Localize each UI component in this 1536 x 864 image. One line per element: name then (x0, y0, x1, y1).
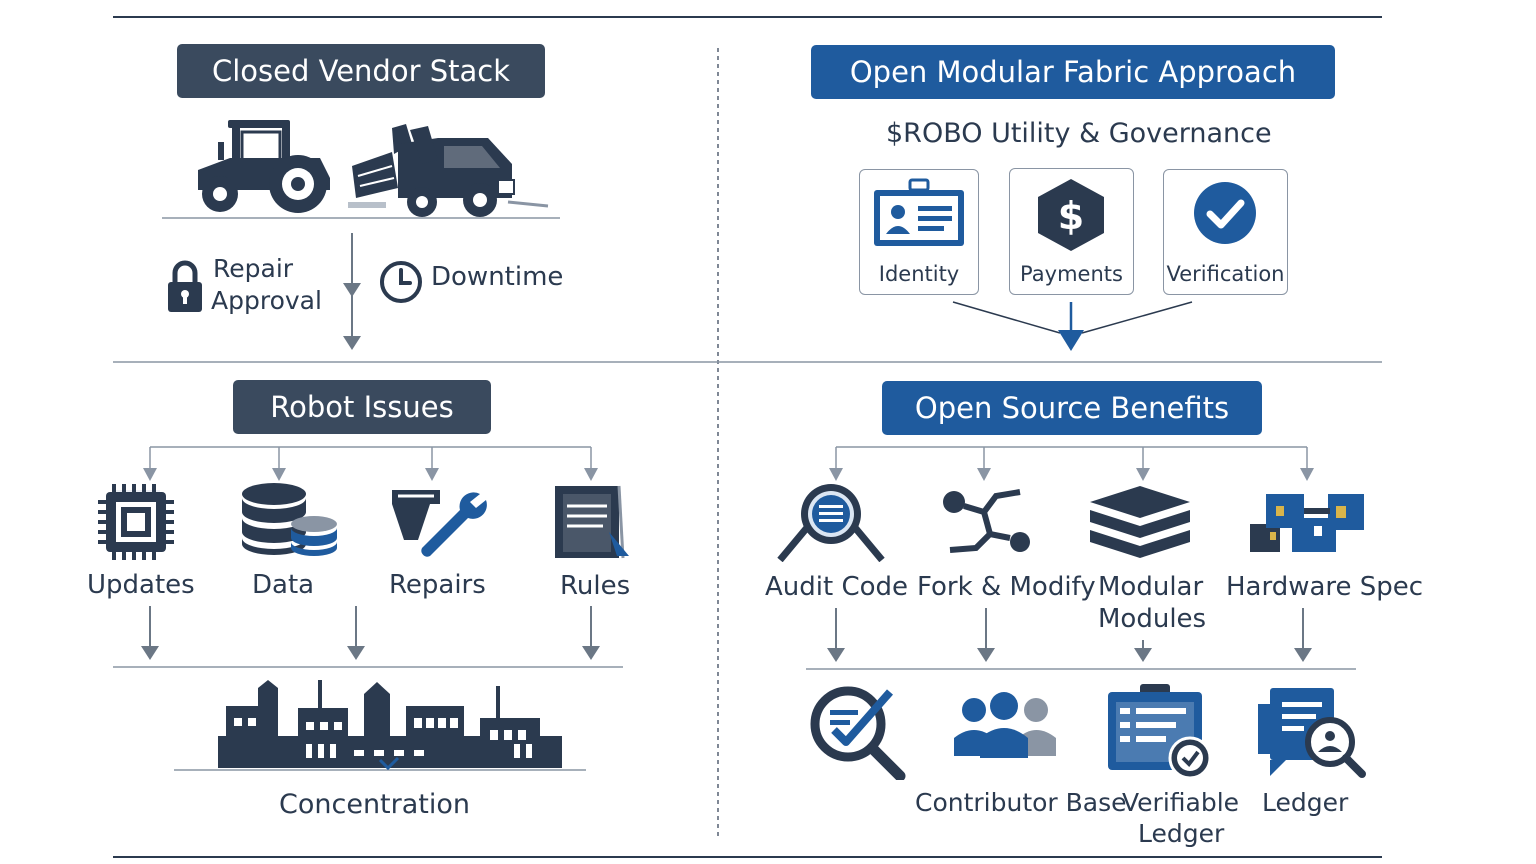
svg-text:$: $ (1058, 194, 1084, 238)
identity-card: Identity (859, 169, 979, 295)
identity-card-label: Identity (878, 262, 960, 286)
repair-tools-icon (392, 490, 487, 557)
clock-icon (380, 261, 422, 303)
audit-code-icon (777, 484, 885, 562)
id-badge-icon (874, 178, 964, 246)
check-circle-icon (1194, 182, 1256, 244)
benefit-fork-modify-label: Fork & Modify (917, 572, 1096, 602)
closed-vendor-stack-title: Closed Vendor Stack (177, 44, 545, 98)
robo-utility-heading: $ROBO Utility & Governance (886, 118, 1272, 149)
payments-card-label: Payments (1020, 262, 1123, 286)
lock-icon (168, 260, 202, 312)
factory-concentration-icon (218, 680, 562, 770)
outcome-verifiable-ledger-line1: Verifiable (1122, 788, 1240, 817)
layers-stack-icon (1090, 486, 1190, 558)
verification-card: Verification (1163, 169, 1288, 295)
contributors-icon (954, 692, 1056, 758)
ledger-search-icon (1258, 688, 1366, 778)
chip-icon (98, 484, 174, 560)
benefit-audit-code-label: Audit Code (765, 572, 909, 602)
benefit-modular-label-line2: Modules (1098, 604, 1207, 634)
verification-card-label: Verification (1166, 262, 1285, 286)
benefit-modular-label-line1: Modular (1098, 572, 1204, 602)
outcome-verifiable-ledger-line2: Ledger (1138, 819, 1225, 848)
open-source-benefits-title: Open Source Benefits (882, 381, 1262, 435)
outcome-contributor-base-label: Contributor Base (915, 788, 1127, 817)
issue-repairs-label: Repairs (389, 570, 486, 600)
harvester-icon (348, 124, 549, 217)
issue-rules-label: Rules (560, 571, 631, 601)
outcome-ledger-label: Ledger (1262, 788, 1349, 817)
benefit-hardware-spec-label: Hardware Spec (1226, 572, 1424, 602)
repair-label-line2: Approval (211, 286, 322, 315)
issue-data-label: Data (252, 570, 315, 600)
downtime-label: Downtime (431, 262, 564, 292)
database-icon (242, 483, 337, 556)
repair-label-line1: Repair (213, 254, 294, 283)
dollar-icon: $ (1038, 179, 1104, 251)
rulebook-icon (555, 485, 629, 559)
fork-modify-icon (943, 489, 1030, 553)
payments-card: $ Payments (1009, 168, 1134, 295)
verified-search-icon (810, 686, 906, 780)
hardware-spec-icon (1250, 494, 1364, 552)
robot-issues-title: Robot Issues (233, 380, 491, 434)
open-modular-fabric-title: Open Modular Fabric Approach (811, 45, 1335, 99)
concentration-label: Concentration (279, 789, 471, 820)
issue-updates-label: Updates (87, 570, 195, 600)
verifiable-ledger-icon (1108, 684, 1212, 780)
tractor-icon (198, 120, 330, 213)
